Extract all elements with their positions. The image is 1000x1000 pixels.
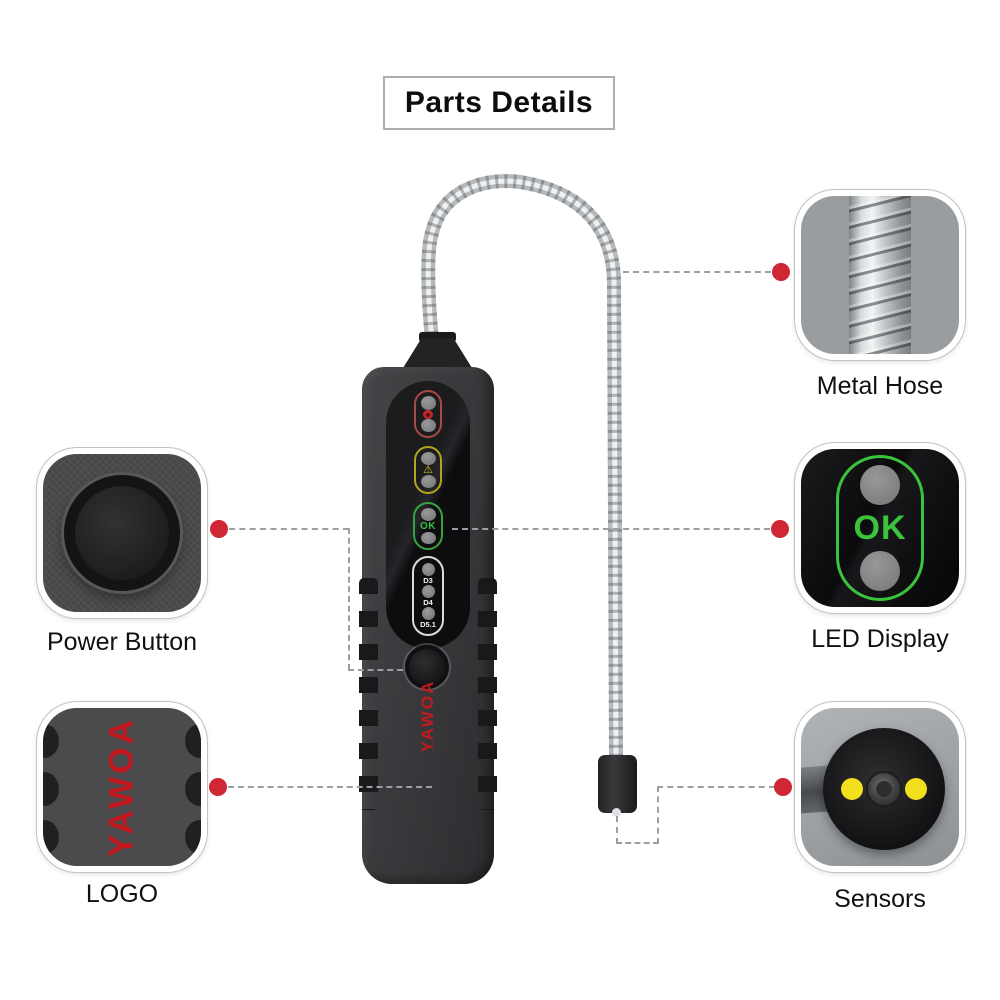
grip-notch (43, 724, 59, 758)
logo-closeup: YAWOA (43, 708, 201, 866)
device-nose-cone (403, 338, 472, 368)
gas-detector-device: ⚠ OK D3 D4 D5.1 YAWOA (359, 332, 497, 884)
led-indicator (860, 465, 900, 505)
sensor-tip (598, 755, 637, 817)
grip-notch (43, 772, 59, 806)
led-display-closeup: OK (801, 449, 959, 607)
power-button-large (64, 475, 180, 591)
channel-led-group: D3 D4 D5.1 (412, 556, 444, 636)
connector-power-button-h1 (229, 528, 349, 530)
led-indicator (421, 607, 435, 621)
marker-dot-power-button (210, 520, 228, 538)
callout-metal-hose (795, 190, 965, 360)
channel-label-d51: D5.1 (420, 619, 436, 629)
ok-led-group-large: OK (836, 455, 924, 601)
grip-notch (43, 820, 59, 854)
led-indicator (420, 475, 436, 488)
ok-label-large: OK (853, 508, 907, 547)
connector-sensors-v1 (616, 816, 618, 844)
sensor-yellow-dot (905, 778, 927, 800)
marker-dot-led-display (771, 520, 789, 538)
metal-hose-closeup (801, 196, 959, 354)
hose-collar (419, 332, 456, 342)
warning-led-group: ⚠ (414, 446, 442, 494)
led-indicator (420, 508, 436, 521)
marker-dot-metal-hose (772, 263, 790, 281)
grip-notch (185, 772, 201, 806)
ok-label: OK (420, 520, 436, 532)
led-indicator (860, 551, 900, 591)
warning-icon: ⚠ (423, 464, 433, 476)
led-indicator (420, 396, 436, 410)
led-indicator (420, 418, 436, 432)
callout-sensors (795, 702, 965, 872)
callout-logo: YAWOA (37, 702, 207, 872)
sensors-closeup (801, 708, 959, 866)
power-button (405, 645, 449, 689)
label-power-button: Power Button (46, 628, 198, 656)
grip-notch (185, 724, 201, 758)
label-logo: LOGO (85, 880, 159, 908)
page-title: Parts Details (404, 86, 594, 119)
ok-led-group: OK (413, 502, 443, 550)
led-indicator (421, 585, 435, 599)
page-title-box: Parts Details (385, 78, 613, 128)
left-grip-ribs (359, 578, 378, 810)
connector-power-button-h2 (348, 669, 403, 671)
alarm-icon (423, 409, 433, 419)
brand-logo-text-large: YAWOA (102, 716, 141, 858)
sensor-yellow-dot (841, 778, 863, 800)
connector-logo (228, 786, 432, 788)
brand-logo-text: YAWOA (418, 679, 437, 753)
label-led-display: LED Display (811, 625, 949, 653)
label-sensors: Sensors (834, 885, 926, 913)
connector-led-display (452, 528, 770, 530)
power-button-closeup (43, 454, 201, 612)
callout-power-button (37, 448, 207, 618)
led-indicator (421, 563, 435, 576)
connector-sensors-h1 (616, 842, 659, 844)
callout-led-display: OK (795, 443, 965, 613)
grip-notch (185, 820, 201, 854)
alarm-led-group (414, 390, 442, 438)
label-metal-hose: Metal Hose (816, 372, 944, 400)
marker-dot-sensors (774, 778, 792, 796)
sensor-head (823, 728, 945, 850)
connector-power-button-v (348, 528, 350, 670)
channel-label-d4: D4 (423, 597, 433, 607)
connector-sensors-v2 (657, 786, 659, 844)
led-indicator (420, 531, 436, 544)
connector-sensors-h2 (657, 786, 775, 788)
right-grip-ribs (478, 578, 497, 810)
metal-hose-spiral (849, 196, 911, 354)
marker-dot-logo (209, 778, 227, 796)
led-indicator (420, 452, 436, 465)
sensor-lens (866, 771, 902, 807)
channel-label-d3: D3 (423, 575, 433, 585)
connector-metal-hose (623, 271, 771, 273)
